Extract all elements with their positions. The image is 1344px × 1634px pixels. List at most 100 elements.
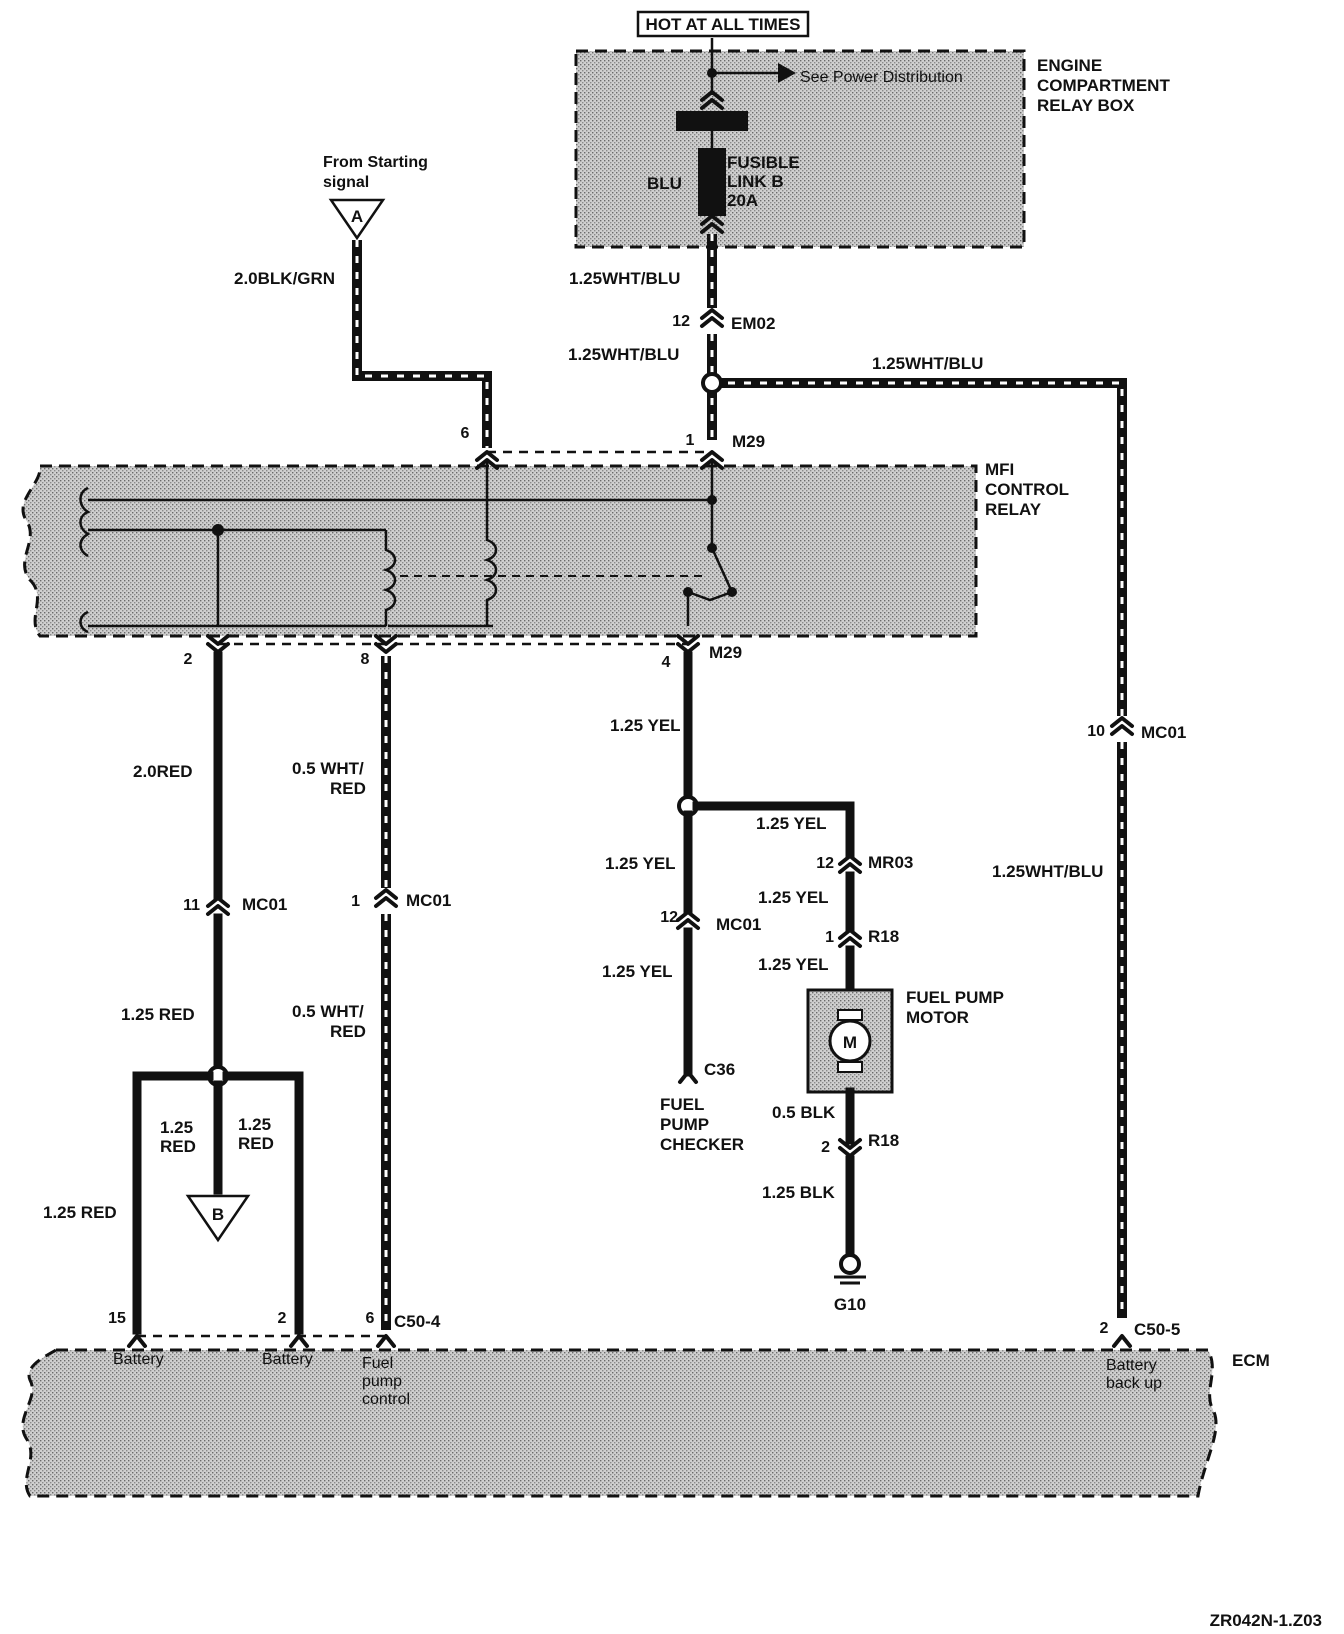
fusible-link-cap <box>676 111 748 131</box>
fuse-bottom-connector <box>700 214 724 234</box>
wire-label-wht-blu-2: 1.25WHT/BLU <box>568 345 679 364</box>
wire-label-red-b-2: RED <box>160 1137 196 1156</box>
r18-2-label: R18 <box>868 1131 899 1150</box>
wire-label-wht-red-a1: 0.5 WHT/ <box>292 759 364 778</box>
connector-mc01-12 <box>676 910 700 930</box>
wire-label-wht-blu-right: 1.25WHT/BLU <box>872 354 983 373</box>
r18-2-pin: 2 <box>821 1139 830 1156</box>
ecm-battery-1: Battery <box>113 1351 164 1368</box>
wire-label-red-20: 2.0RED <box>133 762 193 781</box>
c36-connector <box>678 1070 698 1084</box>
ground-label: G10 <box>834 1295 866 1314</box>
c50-4-pin: 6 <box>366 1310 375 1327</box>
m29-bottom-label: M29 <box>709 643 742 662</box>
mc01-1-pin: 1 <box>351 893 360 910</box>
wire-label-red-c-2: RED <box>238 1134 274 1153</box>
wire-label-yel-4: 1.25 YEL <box>756 814 827 833</box>
mfi-relay-title-2: CONTROL <box>985 480 1069 499</box>
ecm-battery-backup-1: Battery <box>1106 1357 1157 1374</box>
wire-blk-grn <box>352 240 492 448</box>
starting-signal-label-2: signal <box>323 174 369 191</box>
em02-pin: 12 <box>672 313 690 330</box>
connector-r18-1 <box>838 928 862 948</box>
starting-signal-label-1: From Starting <box>323 154 428 171</box>
mc01-11-pin: 11 <box>183 897 200 914</box>
ecm-fuel-pump-control-2: pump <box>362 1373 402 1390</box>
r18-1-pin: 1 <box>825 929 834 946</box>
splice-wht-blu <box>701 372 723 394</box>
wire-label-wht-red-b2: RED <box>330 1022 366 1041</box>
mc01-12-label: MC01 <box>716 915 761 934</box>
wire-label-yel-6: 1.25 YEL <box>758 955 829 974</box>
mc01-1-label: MC01 <box>406 891 451 910</box>
mc01-10-pin: 10 <box>1087 723 1105 740</box>
fuel-pump-motor-label-1: FUEL PUMP <box>906 988 1004 1007</box>
relay-box-title-2: COMPARTMENT <box>1037 76 1170 95</box>
c50-4-label: C50-4 <box>394 1312 441 1331</box>
mc01-11-label: MC01 <box>242 895 287 914</box>
c50-4-connector <box>376 1334 396 1348</box>
fusible-link-label-3: 20A <box>727 191 758 210</box>
wire-label-red-c-1: 1.25 <box>238 1115 271 1134</box>
wire-label-red-b-1: 1.25 <box>160 1118 193 1137</box>
ecm-pin-15-connector <box>127 1334 147 1348</box>
wire-wht-blu-right <box>712 378 1127 1318</box>
engine-compartment-relay-box: See Power Distribution BLU FUSIBLE LINK … <box>574 38 1026 249</box>
fuse-color-label: BLU <box>647 174 682 193</box>
c50-5-connector <box>1112 1334 1132 1348</box>
figure-id: ZR042N-1.Z03 <box>1210 1611 1322 1630</box>
wire-red-left <box>132 1071 214 1335</box>
fusible-link-b <box>698 148 726 216</box>
m29-top-label: M29 <box>732 432 765 451</box>
fuel-pump-checker-2: PUMP <box>660 1115 709 1134</box>
svg-text:B: B <box>212 1205 224 1224</box>
relay-box-title-1: ENGINE <box>1037 56 1102 75</box>
mc01-10-label: MC01 <box>1141 723 1186 742</box>
hot-at-all-times-label: HOT AT ALL TIMES <box>636 10 810 38</box>
connector-m29-pin2 <box>206 634 230 654</box>
ecm-fuel-pump-control-1: Fuel <box>362 1355 393 1372</box>
wire-label-red-125: 1.25 RED <box>121 1005 195 1024</box>
wire-label-wht-blu-1: 1.25WHT/BLU <box>569 269 680 288</box>
wire-label-yel-5: 1.25 YEL <box>758 888 829 907</box>
m29-bottom-pin-2: 2 <box>184 651 193 668</box>
em02-label: EM02 <box>731 314 775 333</box>
fuel-pump-checker-1: FUEL <box>660 1095 704 1114</box>
connector-m29-pin4 <box>676 634 700 654</box>
ecm-pin-15: 15 <box>108 1310 126 1327</box>
m29-top-pin-6: 6 <box>461 425 470 442</box>
fuel-pump-checker-3: CHECKER <box>660 1135 744 1154</box>
marker-a: A <box>328 198 386 241</box>
wire-label-wht-red-b1: 0.5 WHT/ <box>292 1002 364 1021</box>
connector-mc01-1 <box>374 888 398 908</box>
ecm-fuel-pump-control-3: control <box>362 1391 410 1408</box>
connector-m29-pin8 <box>374 634 398 654</box>
see-power-distribution-label: See Power Distribution <box>800 69 963 86</box>
m29-top-pin-1: 1 <box>686 432 695 449</box>
connector-mc01-10 <box>1110 716 1134 736</box>
wire-label-blk-125: 1.25 BLK <box>762 1183 835 1202</box>
mc01-12-pin: 12 <box>660 909 678 926</box>
svg-text:HOT AT ALL TIMES: HOT AT ALL TIMES <box>646 15 801 34</box>
wire-label-yel-3: 1.25 YEL <box>602 962 673 981</box>
wire-label-red-left: 1.25 RED <box>43 1203 117 1222</box>
connector-m29-pin1 <box>700 450 724 470</box>
ecm-box <box>21 1348 1218 1498</box>
ecm-battery-backup-2: back up <box>1106 1375 1162 1392</box>
relay-box-title-3: RELAY BOX <box>1037 96 1135 115</box>
wire-label-blk-05: 0.5 BLK <box>772 1103 836 1122</box>
mr03-label: MR03 <box>868 853 913 872</box>
connector-m29-pin6 <box>475 450 499 470</box>
r18-1-label: R18 <box>868 927 899 946</box>
ecm-pin-2-connector <box>289 1334 309 1348</box>
ground-icon <box>834 1253 866 1285</box>
svg-text:A: A <box>351 207 363 226</box>
ecm-pin-2: 2 <box>278 1310 287 1327</box>
wire-yel-motor <box>692 801 855 859</box>
mfi-relay-title-1: MFI <box>985 460 1014 479</box>
m29-bottom-pin-4: 4 <box>662 654 671 671</box>
c50-5-label: C50-5 <box>1134 1320 1180 1339</box>
ecm-battery-2: Battery <box>262 1351 313 1368</box>
c50-5-pin: 2 <box>1100 1320 1109 1337</box>
